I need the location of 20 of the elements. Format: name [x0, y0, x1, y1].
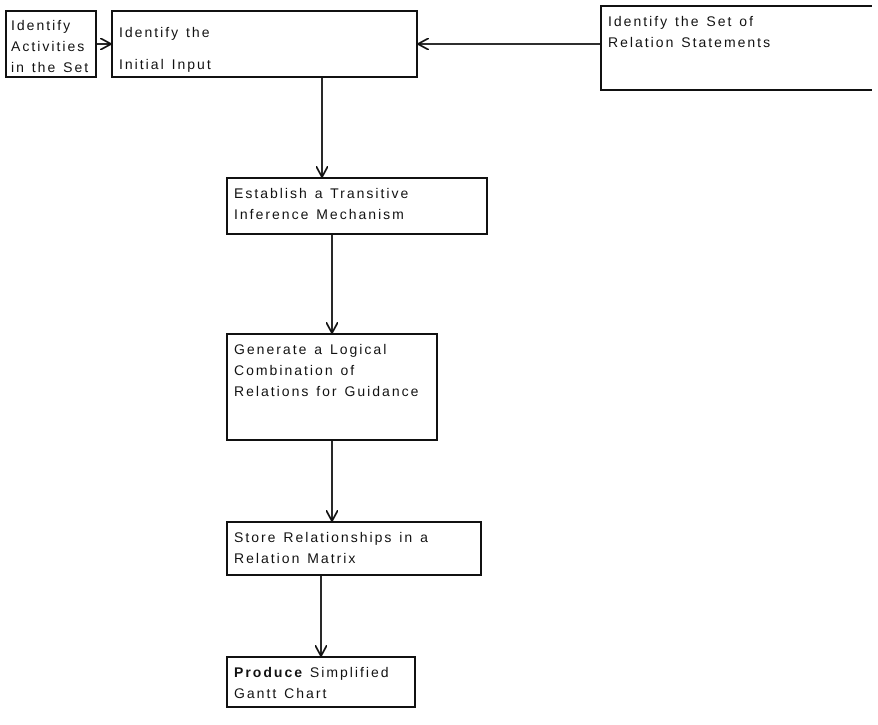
- arrow: [314, 576, 328, 657]
- step-text: Store Relationships in a Relation Matrix: [234, 528, 431, 568]
- step-text: Identify the Set of Relation Statements: [608, 12, 774, 52]
- step-text: Identify Activities in the Set: [11, 16, 91, 77]
- process-box: [226, 656, 416, 708]
- arrow: [97, 37, 112, 51]
- arrow: [315, 78, 329, 178]
- step-text: Identify the Initial Input: [119, 23, 214, 74]
- process-box: [226, 333, 438, 441]
- process-box: [5, 10, 97, 78]
- step-text: Generate a Logical Combination of Relations for Guidance: [234, 340, 422, 401]
- step-text: Produce Simplified Gantt Chart: [234, 663, 392, 703]
- process-box: [111, 10, 418, 78]
- process-box: [600, 5, 872, 91]
- arrow: [325, 235, 339, 334]
- arrow: [417, 37, 600, 51]
- process-box: [226, 521, 482, 576]
- process-box: [226, 177, 488, 235]
- step-text: Establish a Transitive Inference Mechanism: [234, 184, 412, 224]
- arrow: [325, 441, 339, 522]
